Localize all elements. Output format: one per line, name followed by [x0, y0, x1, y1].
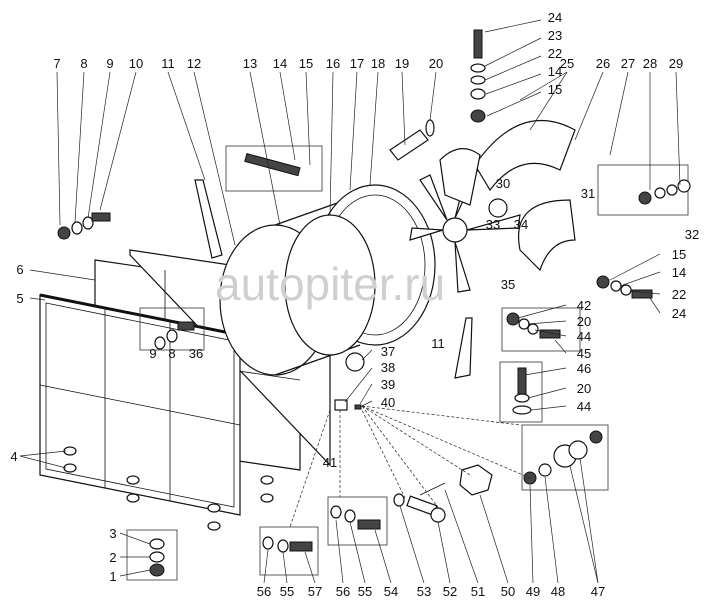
leader-lines: [19, 19, 681, 584]
callout: 40: [381, 395, 395, 410]
callout: 6: [16, 262, 23, 277]
callout: 15: [672, 247, 686, 262]
bolt-set-right: [506, 179, 691, 415]
callout: 24: [548, 10, 562, 25]
spring: [244, 153, 301, 177]
callout: 51: [471, 584, 485, 599]
callout: 48: [551, 584, 565, 599]
callout: 11: [431, 336, 445, 351]
callout: 27: [621, 56, 635, 71]
fan-guard: [439, 119, 576, 272]
callout: 28: [643, 56, 657, 71]
callout: 14: [273, 56, 287, 71]
callout: 56: [336, 584, 350, 599]
callout: 3: [109, 526, 116, 541]
detail-box: [499, 361, 543, 423]
callout: 41: [323, 455, 337, 470]
callout: 30: [496, 176, 510, 191]
callout: 32: [685, 227, 699, 242]
hub: [488, 198, 508, 218]
callout-labels-stack: 24 23 22 14 15: [548, 10, 562, 97]
callout-labels-top: 7 8 9 10 11 12 13 14 15 16 17 18 19 20 2…: [53, 56, 683, 71]
callout: 34: [514, 217, 528, 232]
callout: 38: [381, 360, 395, 375]
callout: 8: [80, 56, 87, 71]
callout: 44: [577, 399, 591, 414]
callout: 16: [326, 56, 340, 71]
watermark: autopiter.ru: [215, 258, 445, 310]
callout: 45: [577, 346, 591, 361]
callout: 14: [672, 265, 686, 280]
callout: 37: [381, 344, 395, 359]
bolt-19: [389, 119, 435, 161]
callout: 53: [417, 584, 431, 599]
callout-labels-mid: 37 38 39 40 41: [323, 344, 395, 470]
callout: 12: [187, 56, 201, 71]
callout: 11: [161, 56, 175, 71]
bolt-set-left: [57, 212, 111, 240]
callout: 31: [581, 186, 595, 201]
callout-labels-right: 30 31 33 34 32 35 15 14 22 24 42 20 44 4…: [431, 176, 699, 414]
callout: 9: [106, 56, 113, 71]
bracket-right: [454, 317, 473, 379]
callout: 22: [672, 287, 686, 302]
callout: 10: [129, 56, 143, 71]
callout: 39: [381, 377, 395, 392]
callout: 36: [189, 346, 203, 361]
callout: 9: [149, 346, 156, 361]
callout: 13: [243, 56, 257, 71]
callout: 20: [577, 381, 591, 396]
callout: 23: [548, 28, 562, 43]
callout: 52: [443, 584, 457, 599]
callout: 50: [501, 584, 515, 599]
callout: 55: [280, 584, 294, 599]
callout-labels-bottom: 56 55 57 56 55 54 53 52 51 50 49 48 47: [257, 584, 605, 599]
callout: 29: [669, 56, 683, 71]
detail-box: [501, 307, 581, 352]
callout: 56: [257, 584, 271, 599]
callout-labels-left: 6 5 9 8 36 4 3 2 1: [10, 262, 203, 584]
callout: 20: [577, 314, 591, 329]
callout: 22: [548, 46, 562, 61]
detail-box: [225, 145, 323, 192]
callout: 54: [384, 584, 398, 599]
callout: 35: [501, 277, 515, 292]
callout: 5: [16, 291, 23, 306]
callout: 49: [526, 584, 540, 599]
callout: 19: [395, 56, 409, 71]
callout: 26: [596, 56, 610, 71]
callout: 14: [548, 64, 562, 79]
callout: 1: [109, 569, 116, 584]
callout: 24: [672, 306, 686, 321]
dashed-leaders: [289, 405, 531, 528]
callout: 25: [560, 56, 574, 71]
callout: 46: [577, 361, 591, 376]
bolt-stack-top: [470, 29, 486, 123]
callout: 20: [429, 56, 443, 71]
callout: 8: [168, 346, 175, 361]
callout: 17: [350, 56, 364, 71]
washers-9-8-36: [154, 321, 195, 350]
callout: 57: [308, 584, 322, 599]
fan-shroud: [219, 184, 436, 376]
callout: 7: [53, 56, 60, 71]
callout: 15: [299, 56, 313, 71]
callout: 33: [486, 217, 500, 232]
bottom-parts: [259, 352, 609, 576]
detail-box: [139, 307, 205, 351]
callout: 4: [10, 449, 17, 464]
callout: 15: [548, 82, 562, 97]
callout: 55: [358, 584, 372, 599]
bracket: [194, 179, 223, 259]
callout: 47: [591, 584, 605, 599]
callout: 42: [577, 298, 591, 313]
callout: 44: [577, 329, 591, 344]
callout: 18: [371, 56, 385, 71]
callout: 2: [109, 550, 116, 565]
